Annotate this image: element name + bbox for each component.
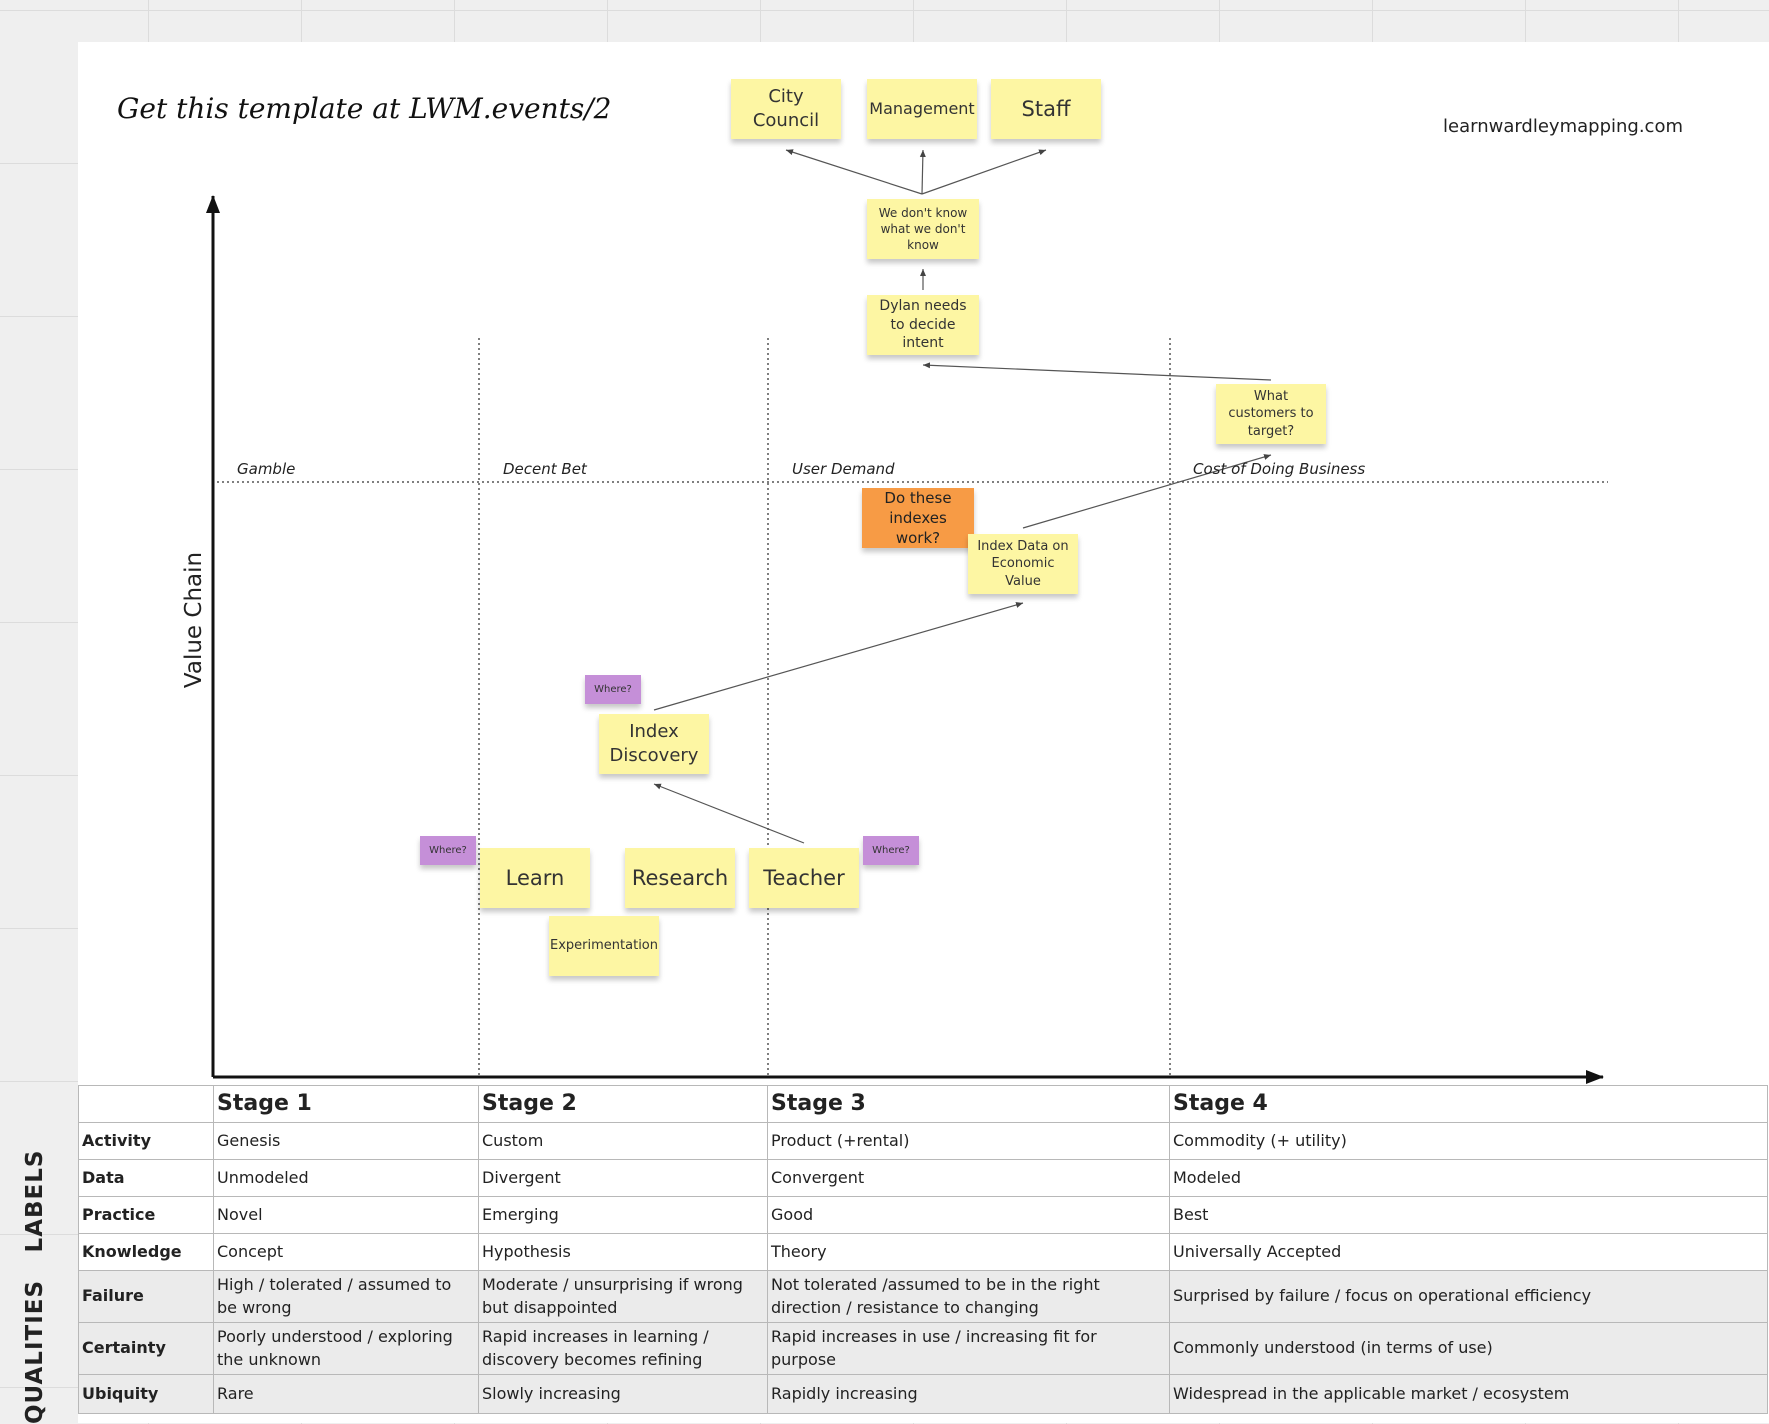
matrix-cell: Convergent	[767, 1159, 1170, 1197]
row-label: Knowledge	[78, 1233, 214, 1271]
sticky-staff[interactable]: Staff	[991, 79, 1101, 139]
sticky-research[interactable]: Research	[625, 848, 735, 908]
sticky-learn[interactable]: Learn	[480, 848, 590, 908]
stage-header: Stage 2	[478, 1085, 768, 1123]
evolution-matrix: Stage 1 Stage 2 Stage 3 Stage 4 Activity…	[78, 1085, 1768, 1414]
row-label: Certainty	[78, 1322, 214, 1375]
stage-label-cost-of-doing-business: Cost of Doing Business	[1193, 460, 1366, 478]
stage-label-decent-bet: Decent Bet	[503, 460, 587, 478]
template-note[interactable]: Get this template at LWM.events/2	[117, 92, 612, 125]
row-label: Activity	[78, 1122, 214, 1160]
matrix-cell: Custom	[478, 1122, 768, 1160]
matrix-cell: High / tolerated / assumed to be wrong	[213, 1270, 479, 1323]
matrix-cell: Universally Accepted	[1169, 1233, 1768, 1271]
link-indexdata-customers	[1022, 454, 1272, 529]
sticky-customers-target[interactable]: What customers to target?	[1216, 384, 1326, 444]
matrix-cell: Genesis	[213, 1122, 479, 1160]
side-label-labels: LABELS	[22, 1149, 48, 1253]
stage-header: Stage 4	[1169, 1085, 1768, 1123]
link-unknowns-management	[919, 149, 926, 195]
sticky-management[interactable]: Management	[867, 79, 977, 139]
matrix-row-certainty: Certainty Poorly understood / exploring …	[78, 1322, 1768, 1375]
matrix-cell: Poorly understood / exploring the unknow…	[213, 1322, 479, 1375]
row-label: Ubiquity	[78, 1374, 214, 1414]
matrix-row-data: Data Unmodeled Divergent Convergent Mode…	[78, 1159, 1768, 1197]
stage-label-gamble: Gamble	[237, 460, 296, 478]
sticky-teacher[interactable]: Teacher	[749, 848, 859, 908]
matrix-cell: Divergent	[478, 1159, 768, 1197]
matrix-cell: Product (+rental)	[767, 1122, 1170, 1160]
sticky-city-council[interactable]: City Council	[731, 79, 841, 139]
matrix-row-practice: Practice Novel Emerging Good Best	[78, 1196, 1768, 1234]
matrix-cell: Hypothesis	[478, 1233, 768, 1271]
sticky-index-discovery[interactable]: Index Discovery	[599, 714, 709, 774]
link-unknowns-council	[785, 149, 923, 195]
matrix-cell: Widespread in the applicable market / ec…	[1169, 1374, 1768, 1414]
stage-label-user-demand: User Demand	[792, 460, 895, 478]
matrix-cell: Slowly increasing	[478, 1374, 768, 1414]
matrix-cell: Rapid increases in learning / discovery …	[478, 1322, 768, 1375]
matrix-cell: Best	[1169, 1196, 1768, 1234]
sticky-where-teacher[interactable]: Where?	[863, 836, 919, 865]
sticky-dylan-intent[interactable]: Dylan needs to decide intent	[867, 295, 979, 355]
matrix-row-activity: Activity Genesis Custom Product (+rental…	[78, 1122, 1768, 1160]
stage-header: Stage 3	[767, 1085, 1170, 1123]
sticky-where-learn[interactable]: Where?	[420, 836, 476, 865]
matrix-row-knowledge: Knowledge Concept Hypothesis Theory Univ…	[78, 1233, 1768, 1271]
website-link[interactable]: learnwardleymapping.com	[1443, 116, 1684, 137]
matrix-cell: Commodity (+ utility)	[1169, 1122, 1768, 1160]
link-unknowns-staff	[921, 149, 1047, 195]
y-axis-label: Value Chain	[181, 551, 207, 689]
matrix-cell: Rapidly increasing	[767, 1374, 1170, 1414]
side-label-qualities: QUALITIES	[22, 1279, 48, 1424]
matrix-cell: Unmodeled	[213, 1159, 479, 1197]
sticky-index-data[interactable]: Index Data on Economic Value	[968, 534, 1078, 594]
matrix-cell: Theory	[767, 1233, 1170, 1271]
matrix-cell: Surprised by failure / focus on operatio…	[1169, 1270, 1768, 1323]
row-label: Data	[78, 1159, 214, 1197]
matrix-cell: Concept	[213, 1233, 479, 1271]
matrix-cell: Rapid increases in use / increasing fit …	[767, 1322, 1170, 1375]
link-customers-dylan	[922, 362, 1272, 381]
matrix-cell: Emerging	[478, 1196, 768, 1234]
matrix-cell: Novel	[213, 1196, 479, 1234]
sticky-experimentation[interactable]: Experimentation	[549, 916, 659, 976]
sticky-indexes-work[interactable]: Do these indexes work?	[862, 488, 974, 548]
matrix-cell: Good	[767, 1196, 1170, 1234]
matrix-cell: Commonly understood (in terms of use)	[1169, 1322, 1768, 1375]
row-label: Practice	[78, 1196, 214, 1234]
matrix-cell: Rare	[213, 1374, 479, 1414]
link-teacher-discovery	[653, 783, 805, 844]
matrix-row-failure: Failure High / tolerated / assumed to be…	[78, 1270, 1768, 1323]
matrix-header-row: Stage 1 Stage 2 Stage 3 Stage 4	[78, 1085, 1768, 1123]
stage-header: Stage 1	[213, 1085, 479, 1123]
matrix-cell: Not tolerated /assumed to be in the righ…	[767, 1270, 1170, 1323]
matrix-cell: Moderate / unsurprising if wrong but dis…	[478, 1270, 768, 1323]
link-discovery-indexdata	[653, 602, 1024, 711]
sticky-where-index[interactable]: Where?	[585, 675, 641, 704]
row-label: Failure	[78, 1270, 214, 1323]
matrix-row-ubiquity: Ubiquity Rare Slowly increasing Rapidly …	[78, 1374, 1768, 1414]
sticky-unknowns[interactable]: We don't know what we don't know	[867, 199, 979, 259]
matrix-cell: Modeled	[1169, 1159, 1768, 1197]
matrix-corner	[78, 1085, 214, 1123]
